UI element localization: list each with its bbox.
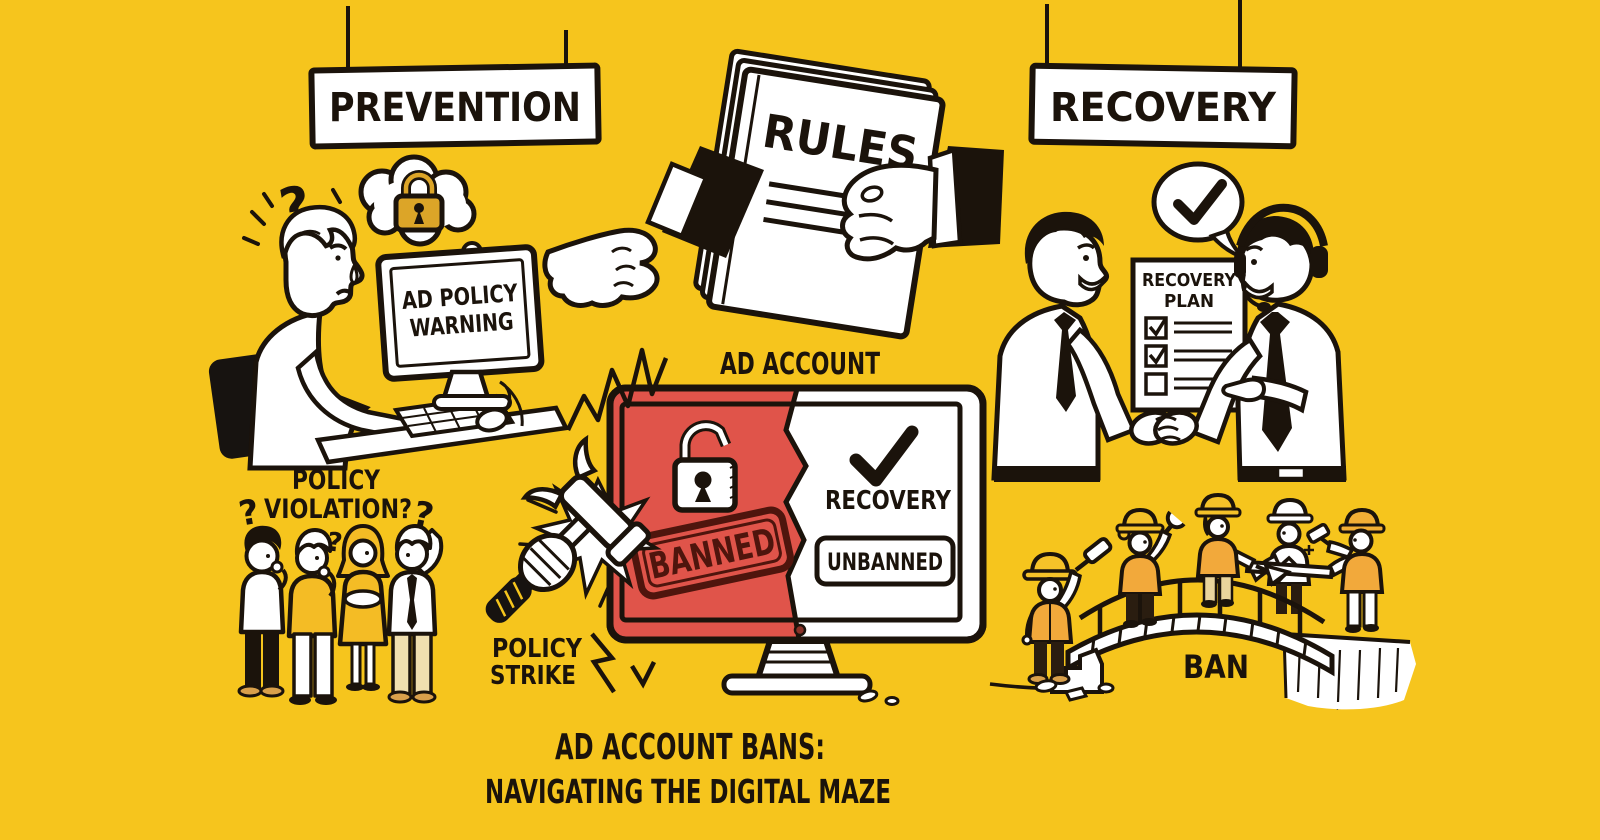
prevention-sign-label: PREVENTION — [329, 85, 581, 131]
plan-title-line1: RECOVERY — [1142, 270, 1237, 291]
policy-strike-scene: POLICY STRIKE — [485, 347, 669, 694]
speech-bubble — [1151, 161, 1249, 262]
stress-marks-icon — [242, 188, 342, 246]
footer-title-line1: AD ACCOUNT BANS: — [555, 727, 825, 768]
pointing-finger-icon — [1221, 377, 1267, 403]
worried-advertiser-scene: ? — [208, 154, 570, 471]
hammer-icon — [485, 434, 651, 623]
support-scene: RECOVERY PLAN — [991, 161, 1347, 482]
ban-gap-label: BAN — [1183, 648, 1249, 686]
holding-hand — [840, 146, 1004, 262]
check-zigzag-icon — [630, 660, 657, 689]
footer-title: AD ACCOUNT BANS: NAVIGATING THE DIGITAL … — [485, 727, 891, 811]
wrench-icon — [1164, 510, 1186, 534]
footer-title-line2: NAVIGATING THE DIGITAL MAZE — [485, 772, 891, 811]
rules-book-scene: RULES — [542, 48, 1004, 340]
worker-wrench — [1115, 507, 1186, 628]
open-padlock-icon — [672, 420, 738, 513]
person-woman — [336, 524, 390, 691]
recovery-sign-label: RECOVERY — [1050, 85, 1277, 131]
policy-strike-line1: POLICY — [492, 634, 583, 664]
headset-icon — [1234, 203, 1328, 312]
screen-crack — [783, 388, 809, 640]
monitor-power-dot — [793, 623, 807, 637]
confused-people-group — [237, 524, 444, 705]
monitor-base — [721, 673, 873, 696]
mouse — [475, 380, 524, 433]
checkmark-icon — [849, 425, 919, 487]
recovery-screen-label: RECOVERY — [825, 486, 952, 516]
lightning-icon — [590, 632, 617, 694]
recovery-sign: RECOVERY — [1028, 0, 1298, 150]
debris-rocks — [857, 679, 1115, 706]
small-hammer-icon — [1306, 523, 1332, 547]
trowel-icon — [1255, 563, 1292, 587]
bridge-scene: BAN — [857, 492, 1416, 710]
person-yellow-sweater — [286, 528, 338, 705]
unbanned-label: UNBANNED — [827, 548, 943, 576]
belt — [994, 466, 1100, 482]
necktie — [1054, 312, 1076, 412]
checkmark-icon — [1173, 179, 1227, 225]
thought-bubble — [358, 154, 483, 280]
support-agent — [1189, 203, 1347, 482]
person-dark-hair — [237, 525, 288, 698]
policy-violation-line1: POLICY — [292, 465, 380, 496]
pointing-hand — [542, 146, 764, 308]
checkbox-empty — [1144, 372, 1168, 396]
unbanned-box — [814, 535, 956, 587]
impact-zigzag-icon — [565, 347, 669, 431]
banned-half — [610, 388, 806, 640]
worker-right — [1304, 507, 1386, 633]
handshake-icon — [1129, 410, 1199, 446]
sweat-drop-icon — [349, 262, 359, 285]
plan-title-line2: PLAN — [1164, 291, 1214, 312]
padlock-icon — [393, 170, 445, 233]
ad-account-label: AD ACCOUNT — [720, 347, 880, 382]
monitor-neck — [753, 638, 843, 681]
worker-trowel — [1194, 492, 1292, 608]
prevention-sign: PREVENTION — [308, 6, 602, 150]
advertiser-man — [991, 211, 1138, 482]
person-scratching-head — [386, 524, 444, 704]
ad-account-monitor: AD ACCOUNT BANNED RECOVERY UNBANNED — [606, 347, 987, 696]
policy-strike-line2: STRIKE — [490, 661, 576, 691]
policy-violation-line2: VIOLATION? — [264, 494, 412, 525]
worker-hammer — [1021, 537, 1113, 685]
warning-monitor: AD POLICY WARNING — [375, 244, 545, 382]
